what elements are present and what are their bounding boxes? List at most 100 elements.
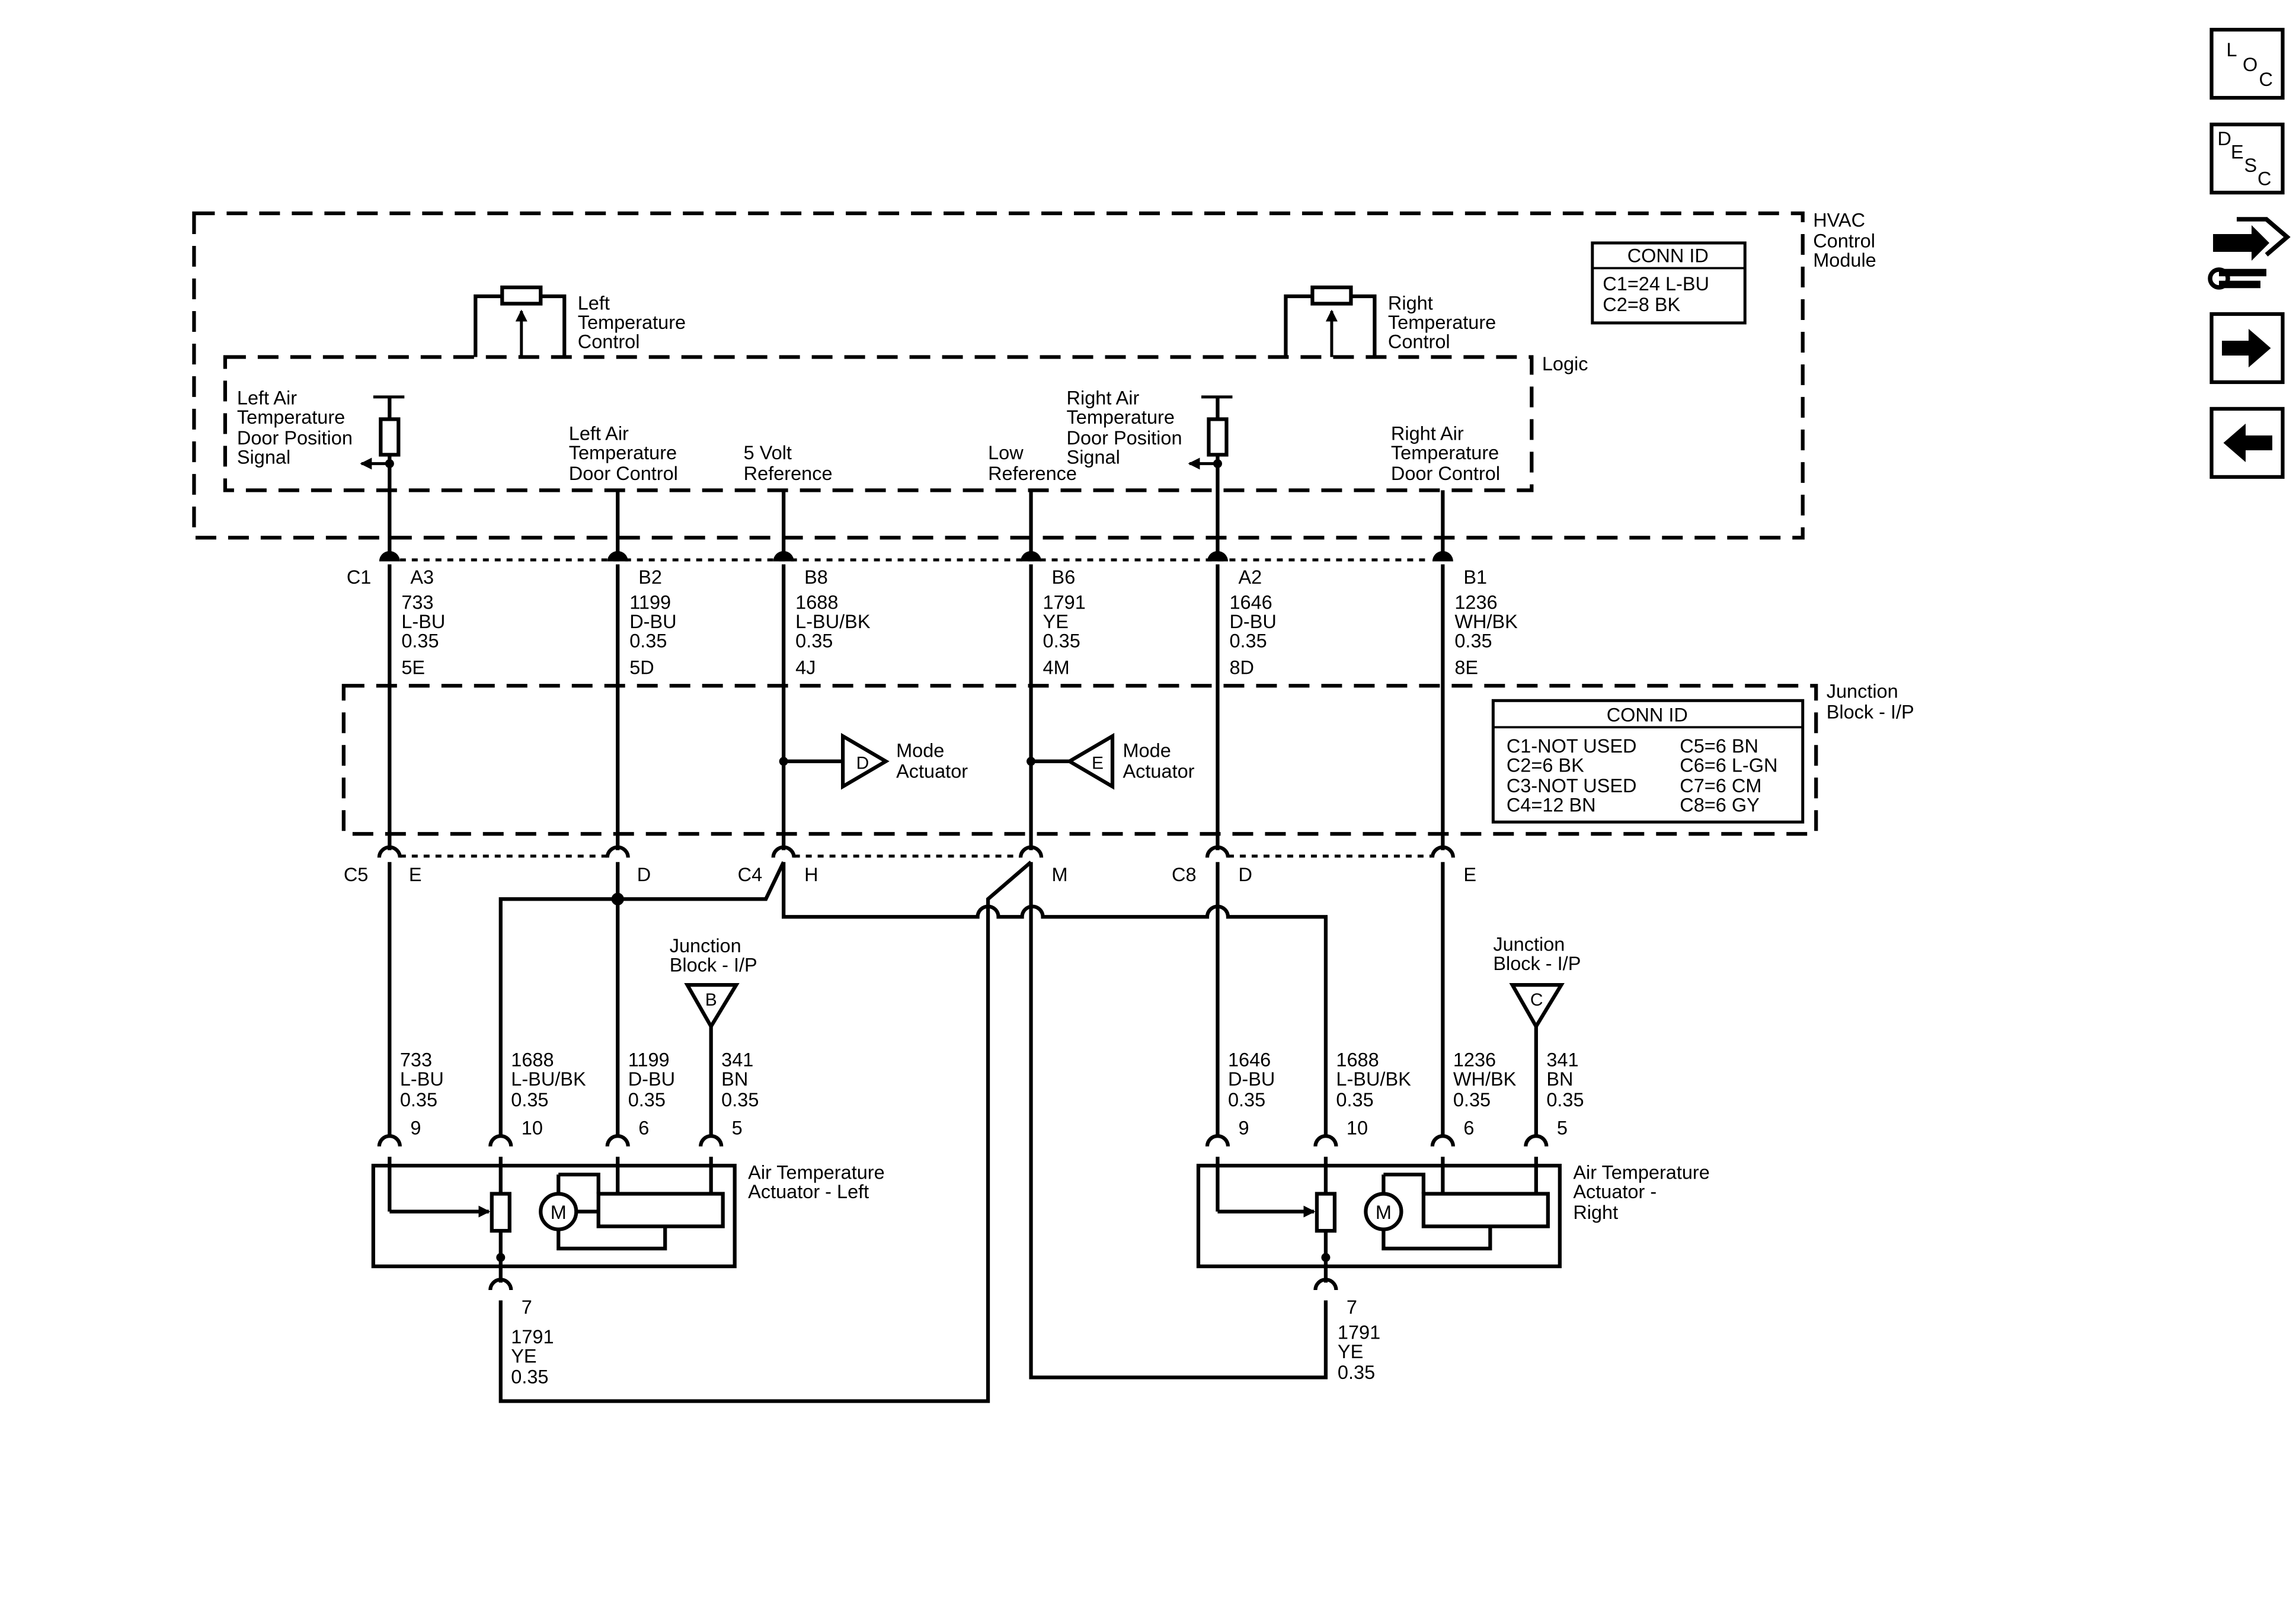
right-bottom-pin: 7 [1347,1297,1357,1318]
c1-gauge: 0.35 [401,630,439,651]
c1-terminal-4 [1207,550,1228,562]
right-temp-control-2: Temperature [1388,312,1496,333]
jb-conn-c6: C6=6 L-GN [1680,754,1777,776]
right-bottom-terminal [1313,1278,1338,1291]
c1-pin: A2 [1238,566,1262,588]
connector-wrench-icon[interactable] [2208,217,2291,290]
wire-pin: 6 [1463,1118,1474,1139]
right-bottom-gauge: 0.35 [1338,1362,1375,1383]
loc-letter-o: O [2243,54,2257,75]
wire-color: L-BU [400,1068,444,1090]
junction-conn-id-title: CONN ID [1607,704,1688,725]
junction-lower-terminal-2 [771,845,796,858]
hvac-name-3: Module [1813,249,1876,271]
left-bottom-gauge: 0.35 [511,1366,548,1387]
arrow-right-icon [2222,328,2271,367]
c1-pin: A3 [410,566,434,588]
c1-jb-pin: 4M [1043,657,1070,678]
c1-circuit: 1791 [1043,591,1086,613]
c1-gauge: 0.35 [629,630,667,651]
right-actuator-name-1: Air Temperature [1573,1162,1709,1183]
left-temperature-control: Left Temperature Control [474,285,686,357]
junction-ref-c: C Junction Block - I/P [1493,934,1581,1030]
right-actuator-terminal-0 [1205,1134,1230,1147]
wire-gauge: 0.35 [400,1089,437,1110]
previous-page-button[interactable] [2209,406,2285,479]
sig-right-ctrl-1: Right Air [1391,422,1464,444]
desc-letter-e: E [2231,142,2244,163]
c1-pin: B2 [638,566,662,588]
wire-circuit: 341 [721,1049,753,1071]
wire-circuit: 341 [1546,1049,1578,1071]
wire-gauge: 0.35 [1546,1089,1584,1110]
air-temperature-actuator-left: Air Temperature Actuator - Left M [371,1157,885,1283]
c1-gauge: 0.35 [1229,630,1267,651]
c4-label: C4 [738,864,763,885]
ref-b-name-1: Junction [670,935,741,956]
mode-e-label-2: Actuator [1123,760,1195,782]
left-actuator-terminal-2 [605,1134,630,1147]
sig-left-ctrl-2: Temperature [569,442,677,463]
sig-right-pos-1: Right Air [1067,387,1140,408]
c1-terminal-2 [773,550,794,562]
loc-button[interactable]: L O C [2209,27,2285,100]
c8-e-pin: E [1463,864,1476,885]
c1-circuit: 1688 [795,591,838,613]
sig-right-pos-2: Temperature [1067,406,1175,428]
right-bottom-circuit: 1791 [1338,1322,1380,1343]
desc-button[interactable]: D E S C [2209,122,2285,195]
loc-letter-c: C [2259,69,2273,90]
c1-terminal-5 [1432,550,1453,562]
junction-lower-terminal-1 [605,845,630,858]
wire-circuit: 1688 [1336,1049,1379,1071]
c1-terminal-3 [1021,550,1042,562]
c1-terminal-0 [379,550,400,562]
left-temp-control-3: Control [578,331,640,352]
jb-conn-c7: C7=6 CM [1680,775,1761,796]
right-actuator-terminal-2 [1430,1134,1455,1147]
ref-c-name-1: Junction [1493,934,1565,955]
jb-conn-c2: C2=6 BK [1507,754,1584,776]
c1-wire-group: A3733L-BU0.355EB21199D-BU0.355DB81688L-B… [379,550,1518,678]
right-bottom-wire-label: 7 1791 YE 0.35 [1338,1297,1380,1383]
junction-lower-terminal-4 [1205,845,1230,858]
wire-color: BN [721,1068,748,1090]
next-page-button[interactable] [2209,312,2285,385]
left-bottom-pin: 7 [522,1297,532,1318]
ref-b-name-2: Block - I/P [670,955,757,976]
c1-gauge: 0.35 [1454,630,1492,651]
arrow-left-icon [2223,423,2273,462]
hvac-name-1: HVAC [1813,210,1865,231]
c1-pin: B6 [1052,566,1076,588]
wire-gauge: 0.35 [511,1089,548,1110]
harness-wires-junction [388,564,1445,850]
junction-name-2: Block - I/P [1827,701,1914,722]
wire-circuit: 1199 [628,1049,670,1071]
wire-pin: 9 [410,1118,421,1139]
mode-d-label-2: Actuator [896,760,968,782]
c1-circuit: 1646 [1229,591,1272,613]
wire-gauge: 0.35 [1228,1089,1265,1110]
right-motor-icon: M [1364,1192,1403,1231]
left-actuator-terminal-1 [488,1134,513,1147]
left-motor-icon: M [539,1192,578,1231]
desc-letter-c: C [2257,168,2271,190]
left-temp-control-1: Left [578,292,610,313]
c8-pin: D [1238,864,1252,885]
sig-left-pos-3: Door Position [237,427,353,449]
junction-lower-terminal-5 [1430,845,1455,858]
actuator-wire-labels: 733L-BU0.3591688L-BU/BK0.35101199D-BU0.3… [400,1049,1584,1139]
sig-low-ref-2: Reference [988,463,1077,484]
loc-letter-l: L [2227,39,2237,60]
junction-lower-terminal-0 [377,845,402,858]
c1-label: C1 [347,566,372,588]
mode-e-label-1: Mode [1123,740,1171,761]
harness-wires-upper [388,463,1445,554]
wire-color: D-BU [1228,1068,1275,1090]
